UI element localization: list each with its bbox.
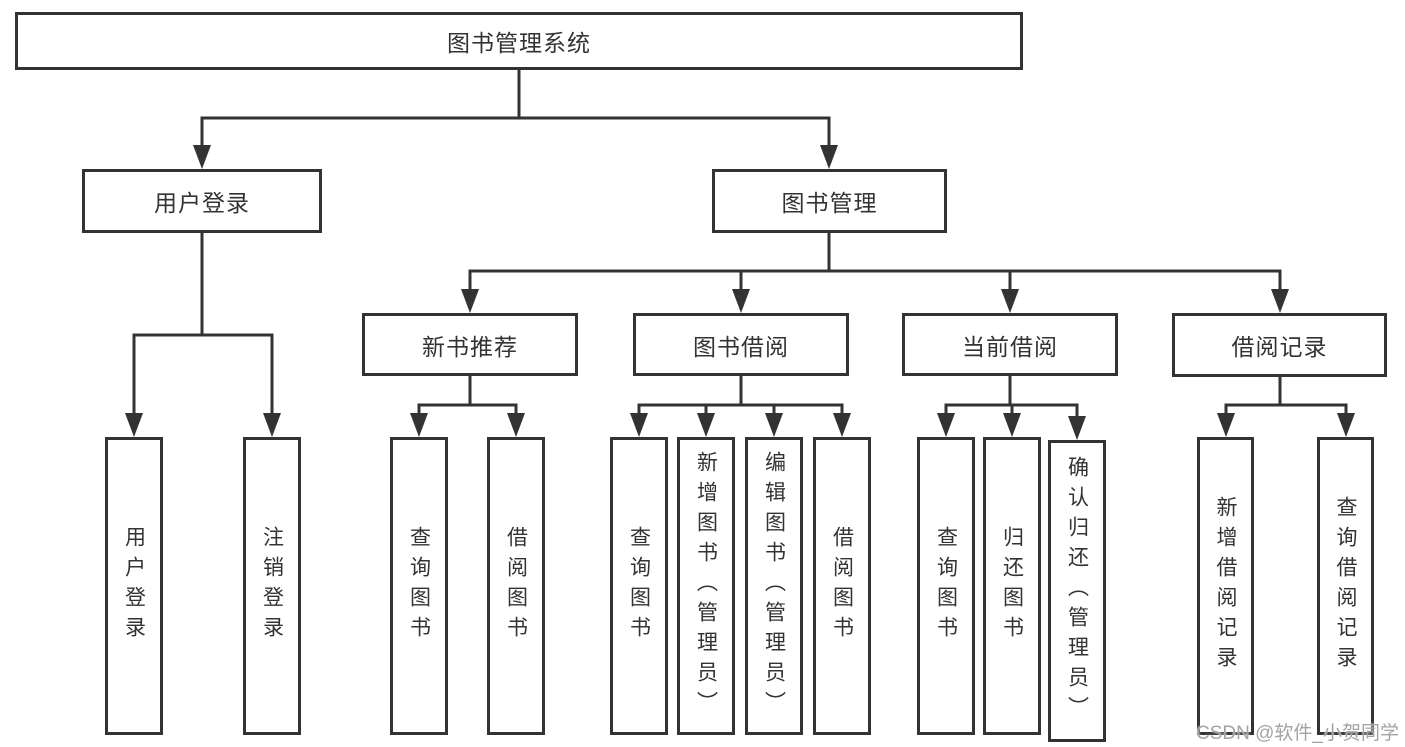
node-leaf-logout: 注销登录 (243, 437, 301, 735)
node-leaf-query-books-3-label: 查询图书 (934, 526, 958, 646)
node-book-management-label: 图书管理 (781, 190, 878, 216)
node-borrow-records: 借阅记录 (1172, 313, 1387, 377)
csdn-watermark: CSDN @软件_小贺同学 (1196, 723, 1399, 744)
node-leaf-edit-books-label: 编辑图书（管理员） (762, 451, 786, 721)
node-leaf-borrow-books-2: 借阅图书 (813, 437, 871, 735)
node-root-label: 图书管理系统 (447, 30, 591, 56)
node-leaf-query-books-1: 查询图书 (390, 437, 448, 735)
node-leaf-borrow-books-1-label: 借阅图书 (504, 526, 528, 646)
node-leaf-logout-label: 注销登录 (260, 526, 284, 646)
connector-book-borrow (630, 374, 851, 437)
connector-book-management (461, 231, 1289, 313)
node-user-login: 用户登录 (82, 169, 322, 233)
connector-borrow-records (1217, 375, 1355, 437)
node-book-borrow: 图书借阅 (633, 313, 849, 376)
node-leaf-query-borrow-record-label: 查询借阅记录 (1334, 496, 1357, 676)
connector-root (193, 68, 838, 169)
node-leaf-confirm-return-label: 确认归还（管理员） (1065, 456, 1089, 726)
node-new-book-recommend-label: 新书推荐 (422, 333, 518, 360)
node-root: 图书管理系统 (15, 12, 1023, 70)
node-leaf-query-borrow-record: 查询借阅记录 (1317, 437, 1374, 735)
node-leaf-edit-books: 编辑图书（管理员） (745, 437, 803, 735)
node-leaf-return-books: 归还图书 (983, 437, 1041, 735)
node-leaf-add-books-label: 新增图书（管理员） (694, 451, 718, 721)
node-leaf-query-books-2: 查询图书 (610, 437, 668, 735)
node-leaf-query-books-1-label: 查询图书 (407, 526, 431, 646)
node-leaf-borrow-books-1: 借阅图书 (487, 437, 545, 735)
node-leaf-add-books: 新增图书（管理员） (677, 437, 735, 735)
node-leaf-return-books-label: 归还图书 (1000, 526, 1024, 646)
node-borrow-records-label: 借阅记录 (1231, 334, 1328, 360)
connector-user-login (125, 231, 281, 437)
node-leaf-user-login: 用户登录 (105, 437, 163, 735)
node-leaf-add-borrow-record-label: 新增借阅记录 (1214, 496, 1237, 676)
node-leaf-query-books-2-label: 查询图书 (627, 526, 651, 646)
node-new-book-recommend: 新书推荐 (362, 313, 578, 376)
connector-current-borrow (937, 374, 1086, 440)
node-leaf-borrow-books-2-label: 借阅图书 (830, 526, 854, 646)
node-leaf-add-borrow-record: 新增借阅记录 (1197, 437, 1254, 735)
node-leaf-query-books-3: 查询图书 (917, 437, 975, 735)
node-leaf-user-login-label: 用户登录 (122, 526, 146, 646)
node-leaf-confirm-return: 确认归还（管理员） (1048, 440, 1106, 742)
node-user-login-label: 用户登录 (154, 190, 250, 216)
node-book-management: 图书管理 (712, 169, 947, 233)
connector-new-book-recommend (410, 374, 525, 437)
node-current-borrow: 当前借阅 (902, 313, 1118, 376)
node-book-borrow-label: 图书借阅 (693, 333, 789, 360)
node-current-borrow-label: 当前借阅 (962, 333, 1058, 360)
